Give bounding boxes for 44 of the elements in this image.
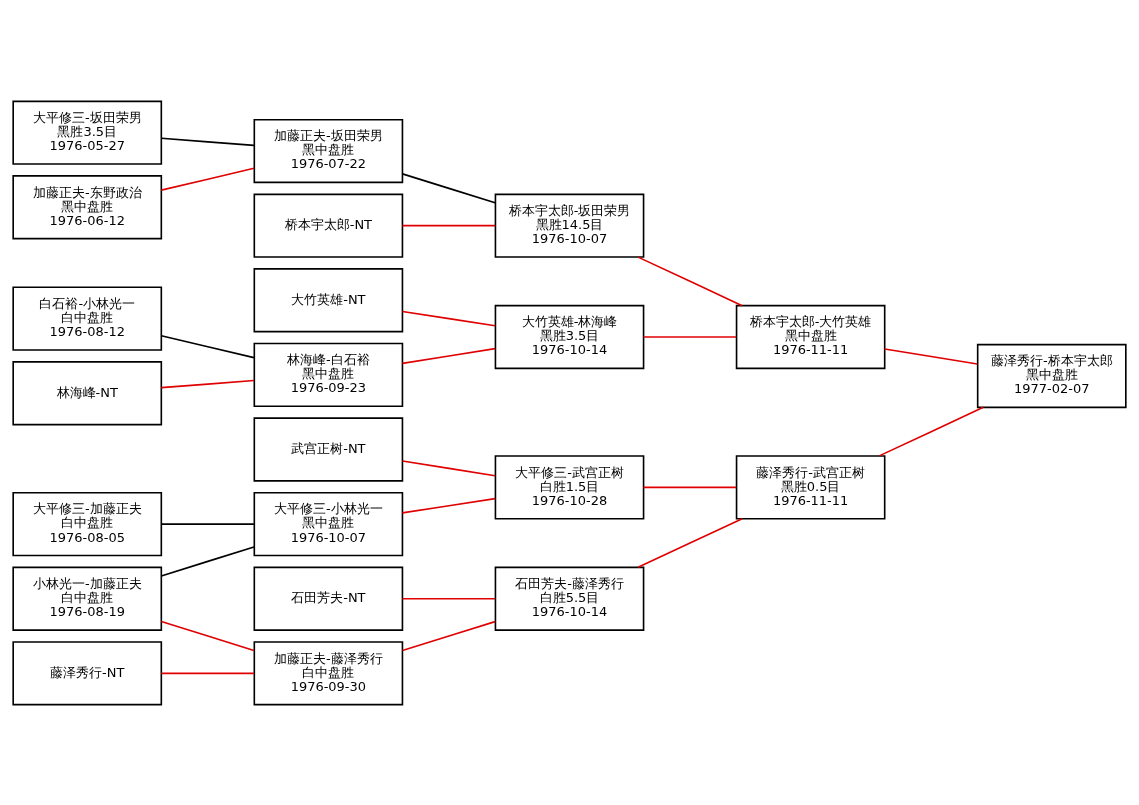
connector <box>637 255 743 306</box>
connector <box>401 347 496 364</box>
node-box: 武宫正树-NT <box>253 416 404 482</box>
node-box: 大平修三-加藤正夫 白中盘胜 1976-08-05 <box>12 491 163 556</box>
node-box: 加藤正夫-东野政治 黑中盘胜 1976-06-12 <box>12 174 163 239</box>
connector <box>642 335 737 338</box>
node-box: 大平修三-坂田荣男 黑胜3.5目 1976-05-27 <box>12 100 163 165</box>
node-box: 大竹英雄-NT <box>253 267 404 332</box>
connector <box>160 545 255 577</box>
connector <box>401 597 496 599</box>
node-box: 桥本宇太郎-大竹英雄 黑中盘胜 1976-11-11 <box>735 304 886 369</box>
node-box: 大平修三-武宫正树 白胜1.5目 1976-10-28 <box>494 454 645 519</box>
connector <box>401 620 496 651</box>
connector <box>637 517 743 568</box>
node-box: 加藤正夫-坂田荣男 黑中盘胜 1976-07-22 <box>253 118 404 183</box>
connector <box>160 334 255 358</box>
node-box: 大平修三-小林光一 黑中盘胜 1976-10-07 <box>253 491 404 556</box>
node-box: 桥本宇太郎-NT <box>253 193 404 258</box>
node-box: 白石裕-小林光一 白中盘胜 1976-08-12 <box>12 286 163 351</box>
node-box: 林海峰-白石裕 黑中盘胜 1976-09-23 <box>253 342 404 407</box>
connector <box>160 167 255 191</box>
node-box: 藤泽秀行-武宫正树 黑胜0.5目 1976-11-11 <box>735 454 886 519</box>
connector <box>401 459 496 477</box>
connector <box>883 347 979 365</box>
node-box: 藤泽秀行-NT <box>12 640 163 705</box>
node-box: 小林光一-加藤正夫 白中盘胜 1976-08-19 <box>12 566 163 631</box>
node-box: 藤泽秀行-桥本宇太郎 黑中盘胜 1977-02-07 <box>976 343 1127 408</box>
connector <box>160 137 255 146</box>
connector <box>160 672 255 674</box>
connector <box>160 620 255 651</box>
node-box: 林海峰-NT <box>12 360 163 425</box>
connector <box>401 172 496 204</box>
connector <box>160 379 255 388</box>
connector <box>878 406 985 457</box>
connector <box>160 522 255 525</box>
node-box: 桥本宇太郎-坂田荣男 黑胜14.5目 1976-10-07 <box>494 193 645 258</box>
node-box: 大竹英雄-林海峰 黑胜3.5目 1976-10-14 <box>494 304 645 369</box>
connector <box>401 497 496 514</box>
node-box: 石田芳夫-藤泽秀行 白胜5.5目 1976-10-14 <box>494 566 645 631</box>
node-box: 石田芳夫-NT <box>253 566 404 631</box>
connector <box>642 486 737 488</box>
node-box: 加藤正夫-藤泽秀行 白中盘胜 1976-09-30 <box>253 640 404 705</box>
connector <box>401 224 496 226</box>
connector <box>401 310 496 327</box>
